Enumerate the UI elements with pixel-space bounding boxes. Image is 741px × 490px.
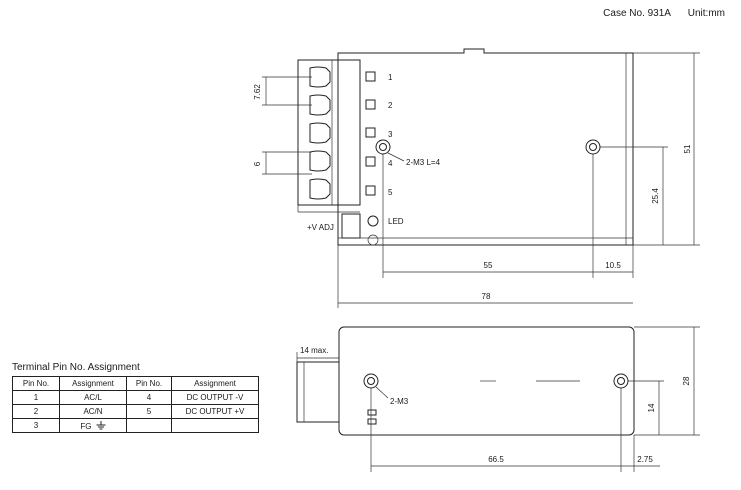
mounting-hole-left xyxy=(375,139,391,155)
pin-table: Pin No. Assignment Pin No. Assignment 1 … xyxy=(12,376,259,433)
header: Case No. 931A Unit:mm xyxy=(603,8,725,19)
pin-number: 5 xyxy=(388,188,393,197)
side-indicator xyxy=(367,409,377,416)
terminal-width-dim-value: 6 xyxy=(253,161,262,166)
vadj-potentiometer xyxy=(341,213,361,239)
table-cell xyxy=(126,418,172,433)
mount-label: 2-M3 L=4 xyxy=(406,158,441,167)
hole-spacing-dim-value: 55 xyxy=(484,261,493,270)
pitch-dim-value: 7.62 xyxy=(253,84,262,100)
screw-terminal xyxy=(309,94,331,116)
table-header: Pin No. xyxy=(126,376,172,391)
side-indicator xyxy=(367,418,377,425)
side-mount-label: 2-M3 xyxy=(390,397,409,406)
side-hole-height-dim-value: 14 xyxy=(647,403,656,412)
mounting-hole-right xyxy=(585,139,601,155)
table-cell: 5 xyxy=(126,404,172,419)
unit-label: Unit:mm xyxy=(687,8,725,19)
pin-number: 4 xyxy=(388,159,393,168)
pin-marker xyxy=(365,71,376,82)
table-header-row: Pin No. Assignment Pin No. Assignment xyxy=(12,376,259,391)
case-number: Case No. 931A xyxy=(603,8,671,19)
side-view: 2-M3 14 max. 28 14 66.5 2.75 xyxy=(296,326,700,472)
table-cell: 3 xyxy=(12,418,60,433)
screw-terminal xyxy=(309,122,331,144)
table-cell xyxy=(171,418,259,433)
hole-edge-dim-value: 10.5 xyxy=(605,261,621,270)
pin-marker xyxy=(365,185,376,196)
side-hole-spacing-dim-value: 66.5 xyxy=(488,455,504,464)
vadj-label: +V ADJ xyxy=(307,223,334,232)
table-cell: DC OUTPUT -V xyxy=(171,390,259,405)
table-header: Pin No. xyxy=(12,376,60,391)
top-view: 1 2 3 4 5 +V ADJ LED 2-M3 L=4 7.62 6 xyxy=(253,48,700,308)
fg-label: FG xyxy=(80,421,92,431)
table-cell: AC/L xyxy=(59,390,127,405)
led-label: LED xyxy=(388,217,404,226)
hole-height-dim-value: 25.4 xyxy=(651,188,660,204)
table-cell: 2 xyxy=(12,404,60,419)
side-mounting-hole-right xyxy=(613,373,629,389)
led-indicator xyxy=(367,215,379,227)
pin-number: 3 xyxy=(388,130,393,139)
table-cell: DC OUTPUT +V xyxy=(171,404,259,419)
terminal-max-dim-value: 14 max. xyxy=(300,346,328,355)
pin-number: 1 xyxy=(388,73,393,82)
terminal-block xyxy=(297,59,361,206)
table-cell: AC/N xyxy=(59,404,127,419)
side-hole-edge-dim-value: 2.75 xyxy=(637,455,653,464)
height-dim-value: 51 xyxy=(683,144,692,153)
table-header: Assignment xyxy=(171,376,259,391)
side-height-dim-value: 28 xyxy=(682,376,691,385)
table-header: Assignment xyxy=(59,376,127,391)
pin-assignment: Terminal Pin No. Assignment Pin No. Assi… xyxy=(12,362,259,433)
pin-table-title: Terminal Pin No. Assignment xyxy=(12,362,140,373)
side-terminal-block xyxy=(296,361,339,423)
screw-terminal xyxy=(309,150,331,172)
length-dim-value: 78 xyxy=(482,292,491,301)
led-indicator-lower xyxy=(367,234,379,246)
pin-marker xyxy=(365,99,376,110)
mount-leader xyxy=(375,386,389,399)
table-cell-fg: FG xyxy=(59,418,127,433)
mount-leader xyxy=(387,152,405,162)
table-cell: 4 xyxy=(126,390,172,405)
table-row: 3 FG xyxy=(12,418,259,433)
screw-terminal xyxy=(309,66,331,88)
pin-number: 2 xyxy=(388,101,393,110)
earth-ground-icon xyxy=(96,420,106,429)
terminal-screws xyxy=(309,66,331,200)
side-mounting-hole-left xyxy=(363,373,379,389)
pin-marker xyxy=(365,156,376,167)
table-cell: 1 xyxy=(12,390,60,405)
pin-marker xyxy=(365,127,376,138)
table-row: 1 AC/L 4 DC OUTPUT -V xyxy=(12,390,259,405)
top-case-outline xyxy=(337,48,634,246)
screw-terminal xyxy=(309,178,331,200)
table-row: 2 AC/N 5 DC OUTPUT +V xyxy=(12,404,259,419)
